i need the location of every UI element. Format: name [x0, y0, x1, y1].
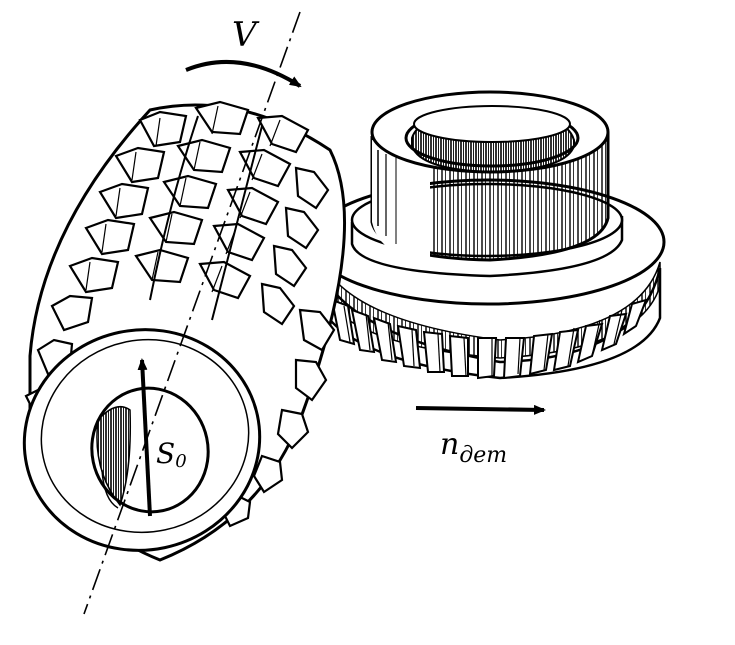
workpiece-rotation-label: nдет	[440, 430, 507, 467]
axial-feed-arrow	[137, 358, 152, 517]
workpiece-gear	[310, 90, 666, 380]
workpiece-rotation-subscript: дет	[459, 443, 508, 468]
hob-cutter	[22, 100, 347, 562]
axial-feed-subscript: 0	[175, 451, 187, 472]
hob-teeth-shading	[85, 105, 281, 293]
hob-bore-inner	[96, 405, 132, 507]
cutter-speed-label: V	[232, 15, 257, 55]
gear-teeth-shading	[343, 305, 623, 377]
hob-teeth	[24, 100, 336, 528]
workpiece-rotation-symbol: n	[440, 427, 460, 462]
cutter-speed-arrow	[185, 60, 302, 88]
hob-axis-line	[83, 11, 301, 615]
workpiece-rotation-arrow	[415, 404, 546, 415]
axial-feed-label: S0	[155, 440, 188, 471]
axial-feed-symbol: S	[156, 437, 176, 470]
hob-flutes	[149, 115, 263, 321]
